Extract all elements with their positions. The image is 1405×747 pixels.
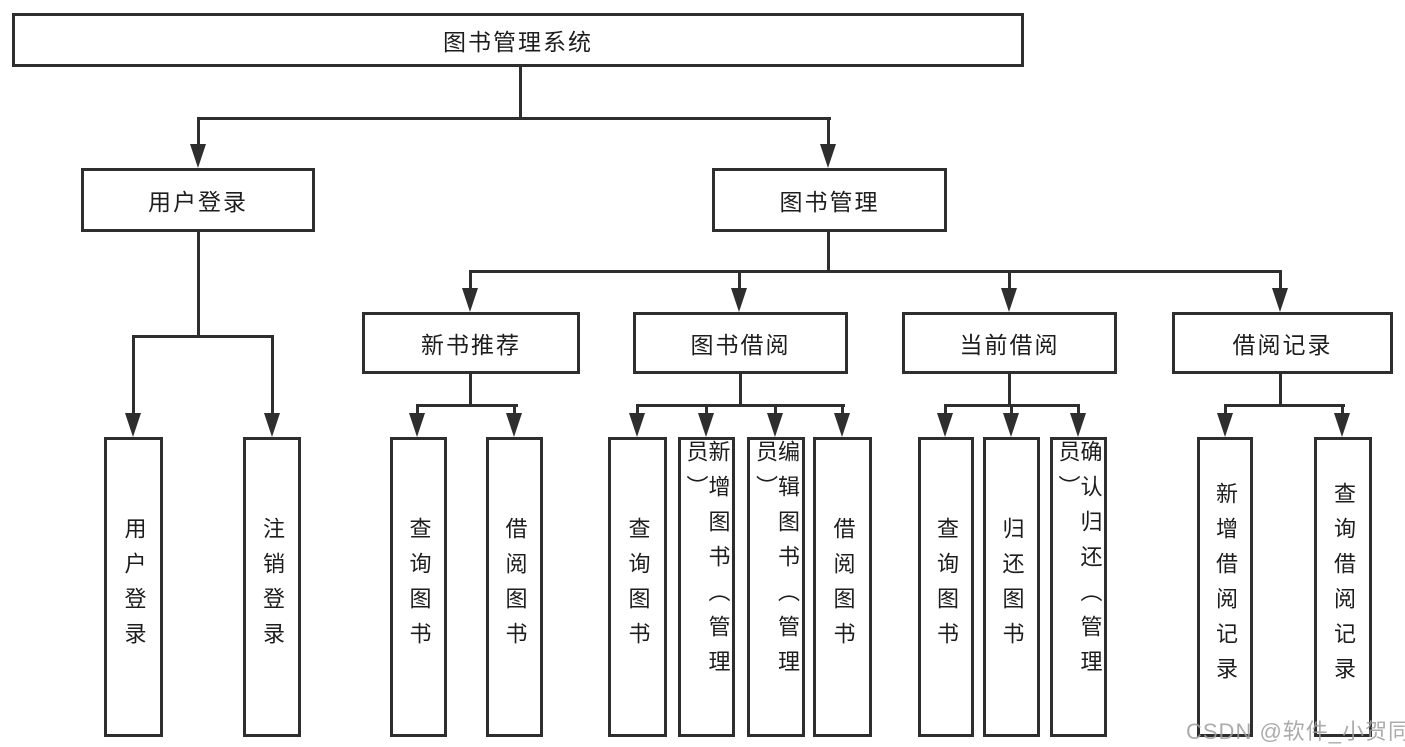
connector-vertical bbox=[513, 404, 516, 415]
connector-vertical bbox=[944, 404, 947, 415]
connector-vertical bbox=[519, 67, 522, 119]
arrow-down bbox=[506, 413, 522, 437]
node-new-book-recommend: 新书推荐 bbox=[362, 312, 580, 374]
leaf-add-books-admin: 新增图书（管理员） bbox=[678, 437, 735, 737]
connector-vertical bbox=[271, 335, 274, 417]
leaf-user-login: 用户登录 bbox=[104, 437, 163, 737]
connector-vertical bbox=[1279, 270, 1282, 294]
connector-horizontal bbox=[636, 404, 845, 407]
connector-vertical bbox=[739, 374, 742, 407]
connector-vertical bbox=[841, 404, 844, 415]
node-borrow-record: 借阅记录 bbox=[1172, 312, 1393, 374]
leaf-query-books: 查询图书 bbox=[608, 437, 667, 737]
arrow-down bbox=[937, 413, 953, 437]
connector-vertical bbox=[827, 232, 830, 273]
node-current-borrow: 当前借阅 bbox=[902, 312, 1117, 374]
arrow-down bbox=[264, 413, 280, 437]
connector-vertical bbox=[1008, 374, 1011, 407]
leaf-borrow-books: 借阅图书 bbox=[486, 437, 543, 737]
connector-vertical bbox=[1010, 404, 1013, 415]
arrow-down bbox=[767, 413, 783, 437]
connector-horizontal bbox=[1224, 404, 1345, 407]
leaf-confirm-return-admin: 确认归还（管理员） bbox=[1050, 437, 1107, 737]
connector-vertical bbox=[774, 404, 777, 415]
arrow-down bbox=[462, 288, 478, 312]
connector-horizontal bbox=[197, 117, 831, 120]
leaf-edit-books-admin: 编辑图书（管理员） bbox=[747, 437, 805, 737]
connector-vertical bbox=[469, 374, 472, 407]
connector-vertical bbox=[705, 404, 708, 415]
connector-horizontal bbox=[469, 270, 1282, 273]
arrow-down bbox=[125, 413, 141, 437]
node-book-management: 图书管理 bbox=[712, 168, 947, 232]
connector-vertical bbox=[416, 404, 419, 415]
leaf-logout: 注销登录 bbox=[243, 437, 301, 737]
arrow-down bbox=[1003, 413, 1019, 437]
arrow-down bbox=[731, 288, 747, 312]
connector-vertical bbox=[1077, 404, 1080, 415]
arrow-down bbox=[1334, 413, 1350, 437]
connector-horizontal bbox=[132, 335, 274, 338]
connector-vertical bbox=[469, 270, 472, 294]
arrow-down bbox=[1217, 413, 1233, 437]
arrow-down bbox=[1272, 288, 1288, 312]
arrow-down bbox=[1001, 288, 1017, 312]
leaf-query-books: 查询图书 bbox=[390, 437, 447, 737]
leaf-add-borrow-record: 新增借阅记录 bbox=[1197, 437, 1253, 737]
arrow-down bbox=[698, 413, 714, 437]
node-root-system: 图书管理系统 bbox=[12, 13, 1024, 67]
arrow-down bbox=[834, 413, 850, 437]
connector-vertical bbox=[1008, 270, 1011, 294]
connector-vertical bbox=[197, 232, 200, 338]
connector-vertical bbox=[197, 117, 200, 148]
arrow-down bbox=[190, 144, 206, 168]
arrow-down bbox=[1070, 413, 1086, 437]
node-book-borrow: 图书借阅 bbox=[633, 312, 848, 374]
connector-vertical bbox=[1224, 404, 1227, 415]
connector-vertical bbox=[1279, 374, 1282, 407]
watermark: CSDN @软件_小贺同学 bbox=[1186, 719, 1405, 744]
arrow-down bbox=[409, 413, 425, 437]
leaf-query-books: 查询图书 bbox=[918, 437, 974, 737]
connector-vertical bbox=[132, 335, 135, 417]
leaf-return-books: 归还图书 bbox=[983, 437, 1040, 737]
connector-vertical bbox=[636, 404, 639, 415]
arrow-down bbox=[820, 144, 836, 168]
leaf-query-borrow-record: 查询借阅记录 bbox=[1314, 437, 1372, 737]
leaf-borrow-books: 借阅图书 bbox=[813, 437, 872, 737]
arrow-down bbox=[629, 413, 645, 437]
connector-vertical bbox=[1341, 404, 1344, 415]
connector-vertical bbox=[827, 117, 830, 148]
connector-vertical bbox=[738, 270, 741, 294]
node-user-login: 用户登录 bbox=[81, 168, 315, 232]
connector-horizontal bbox=[416, 404, 518, 407]
